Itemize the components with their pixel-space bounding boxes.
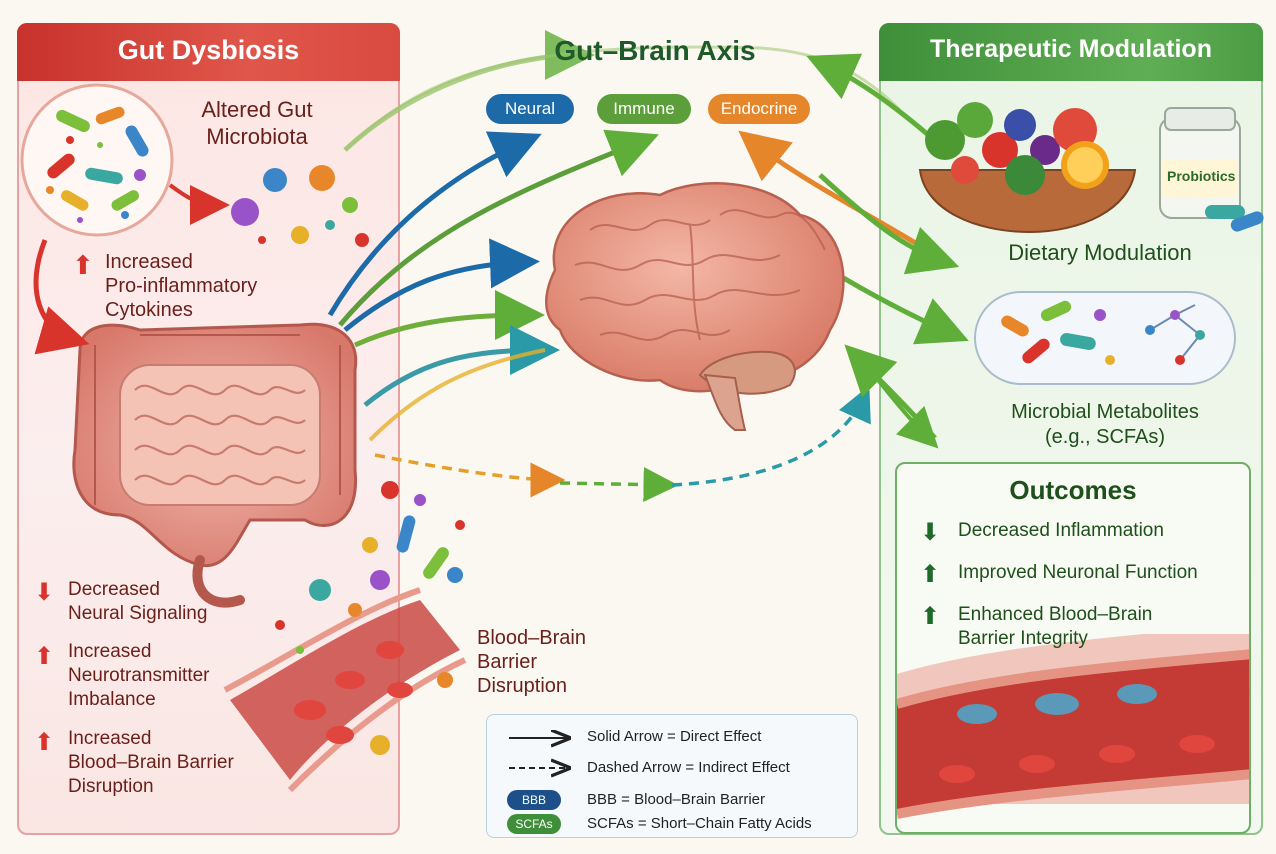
blood-vessel-left <box>225 590 465 790</box>
metabolites-outcomes-arrow <box>870 370 930 440</box>
up-arrow-icon: ⬆ <box>34 642 54 671</box>
up-arrow-icon: ⬆ <box>920 602 940 631</box>
left-effect-3: Increased Blood–Brain Barrier Disruption <box>68 727 234 799</box>
outcome-1: Decreased Inflammation <box>958 519 1164 543</box>
legend-arrow-icons <box>507 730 577 780</box>
intestine-illustration <box>74 324 356 602</box>
endocrine-gut-arrow <box>370 350 545 440</box>
metabolite-capsule-illustration <box>975 292 1235 384</box>
fruit-bowl-illustration <box>920 102 1135 232</box>
healthy-vessel-illustration <box>897 634 1251 834</box>
brain-illustration <box>546 183 843 430</box>
neural-pathway-arrow <box>330 140 528 315</box>
legend-dashed: Dashed Arrow = Indirect Effect <box>587 759 790 776</box>
legend-bbb-row: BBB <box>507 790 561 810</box>
pathogen-cluster-top <box>231 165 369 247</box>
pathway-endocrine-pill: Endocrine <box>708 94 810 124</box>
down-arrow-icon: ⬇ <box>920 518 940 547</box>
pathway-neural-pill: Neural <box>486 94 574 124</box>
down-arrow-icon: ⬇ <box>34 578 54 607</box>
brain-metabolites-arrow <box>830 270 955 335</box>
outcome-2: Improved Neuronal Function <box>958 561 1198 585</box>
indirect-arrow-2 <box>560 483 668 485</box>
left-effect-2: Increased Neurotransmitter Imbalance <box>68 640 210 712</box>
top-arc-right-arrow <box>820 62 940 145</box>
probiotics-label: Probiotics <box>1167 168 1235 184</box>
outcome-3: Enhanced Blood–Brain Barrier Integrity <box>958 603 1152 651</box>
legend-box: Solid Arrow = Direct Effect Dashed Arrow… <box>486 714 858 838</box>
microbial-metabolites-label: Microbial Metabolites (e.g., SCFAs) <box>960 400 1250 450</box>
outcomes-title: Outcomes <box>895 475 1251 506</box>
indirect-arrow-3 <box>672 395 865 485</box>
indirect-arrow-1 <box>375 455 555 480</box>
metabolites-brain-arrow <box>855 355 935 438</box>
microbiota-to-pathogens-arrow <box>170 185 218 205</box>
bbb-badge: BBB <box>507 790 561 810</box>
pathway-immune-pill: Immune <box>597 94 691 124</box>
microbiota-to-gut-arrow <box>36 240 75 340</box>
up-arrow-icon: ⬆ <box>34 728 54 757</box>
legend-bbb: BBB = Blood–Brain Barrier <box>587 791 765 808</box>
legend-solid: Solid Arrow = Direct Effect <box>587 728 761 745</box>
legend-scfa-row: SCFAs <box>507 814 561 834</box>
legend-scfa: SCFAs = Short–Chain Fatty Acids <box>587 815 812 832</box>
up-arrow-icon: ⬆ <box>920 560 940 589</box>
up-arrow-icon: ⬆ <box>72 250 94 281</box>
left-effect-1: Decreased Neural Signaling <box>68 578 207 626</box>
scfa-badge: SCFAs <box>507 814 561 834</box>
dietary-modulation-label: Dietary Modulation <box>990 240 1210 266</box>
diagram-title: Gut–Brain Axis <box>515 35 795 67</box>
immune-to-brain-arrow <box>355 315 530 345</box>
microbiota-circle <box>22 85 172 235</box>
bbb-disruption-label: Blood–Brain Barrier Disruption <box>477 626 586 698</box>
cytokines-label: Increased Pro-inflammatory Cytokines <box>105 250 257 322</box>
altered-microbiota-label: Altered Gut Microbiota <box>182 96 332 150</box>
